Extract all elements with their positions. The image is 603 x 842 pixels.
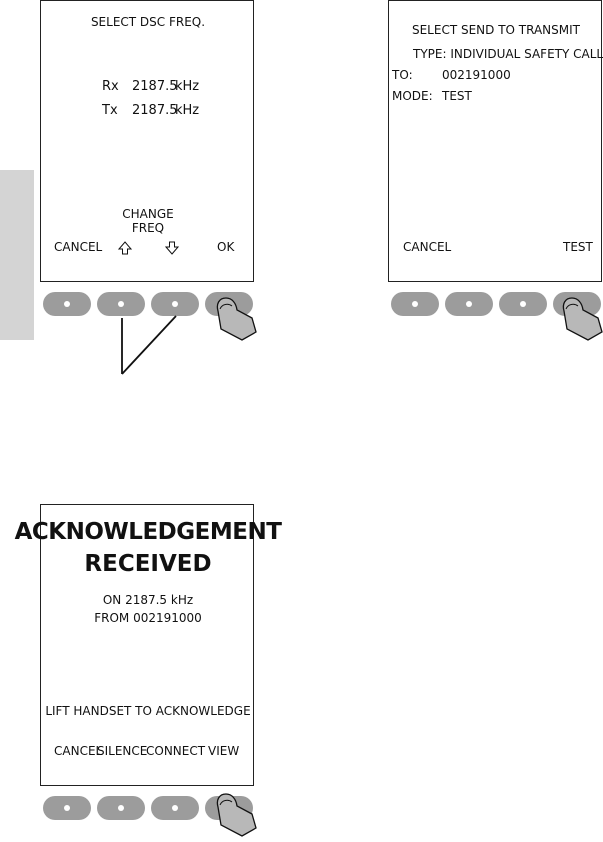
finger-press-icon (212, 792, 262, 842)
finger-press-icon (558, 296, 603, 346)
finger-press-icon (212, 296, 262, 346)
